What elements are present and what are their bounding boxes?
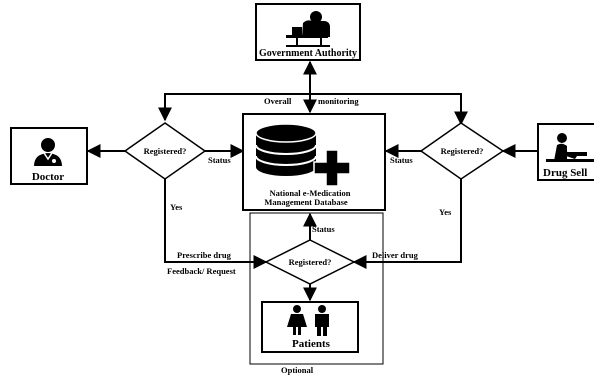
patients-icon <box>287 305 329 336</box>
deliver-connector <box>352 179 462 269</box>
status-right-label: Status <box>390 155 413 165</box>
doctor-label: Doctor <box>32 171 64 183</box>
overall-label: Overall <box>264 96 292 106</box>
left-decision-label: Registered? <box>144 146 187 156</box>
database-node: National e-Medication Management Databas… <box>242 113 386 211</box>
yes-right-label: Yes <box>439 207 452 217</box>
deliver-label: Deliver drug <box>372 250 419 260</box>
center-decision: Registered? <box>264 239 356 285</box>
yes-left-label: Yes <box>170 202 183 212</box>
edge-labels: Overall monitoring Status Status Status … <box>167 96 452 375</box>
database-label-line2: Management Database <box>264 197 348 207</box>
connectors <box>86 60 538 302</box>
doctor-icon <box>34 138 62 166</box>
prescribe-connector <box>164 179 268 269</box>
right-decision-label: Registered? <box>441 146 484 156</box>
monitoring-label: monitoring <box>318 96 359 106</box>
monitoring-right-connector <box>310 93 468 126</box>
left-decision: Registered? <box>123 122 207 180</box>
database-label-line1: National e-Medication <box>270 188 351 198</box>
right-decision: Registered? <box>419 122 505 180</box>
government-authority-node: Government Authority <box>255 3 361 61</box>
government-authority-label: Government Authority <box>259 48 357 59</box>
drug-seller-icon <box>546 133 594 162</box>
center-decision-label: Registered? <box>289 257 332 267</box>
status-left-label: Status <box>208 155 231 165</box>
drug-seller-node: Drug Sell <box>537 123 594 181</box>
doctor-node: Doctor <box>10 127 88 185</box>
optional-label: Optional <box>281 365 314 375</box>
government-officer-icon <box>286 11 330 47</box>
drug-seller-label: Drug Sell <box>543 167 587 179</box>
feedback-label: Feedback/ Request <box>167 266 236 276</box>
patients-node: Patients <box>261 301 359 353</box>
prescribe-label: Prescribe drug <box>177 250 232 260</box>
status-center-label: Status <box>312 224 335 234</box>
optional-region <box>249 212 384 365</box>
patients-label: Patients <box>292 338 331 350</box>
database-plus-icon <box>255 123 351 187</box>
monitoring-left-connector <box>158 93 310 122</box>
